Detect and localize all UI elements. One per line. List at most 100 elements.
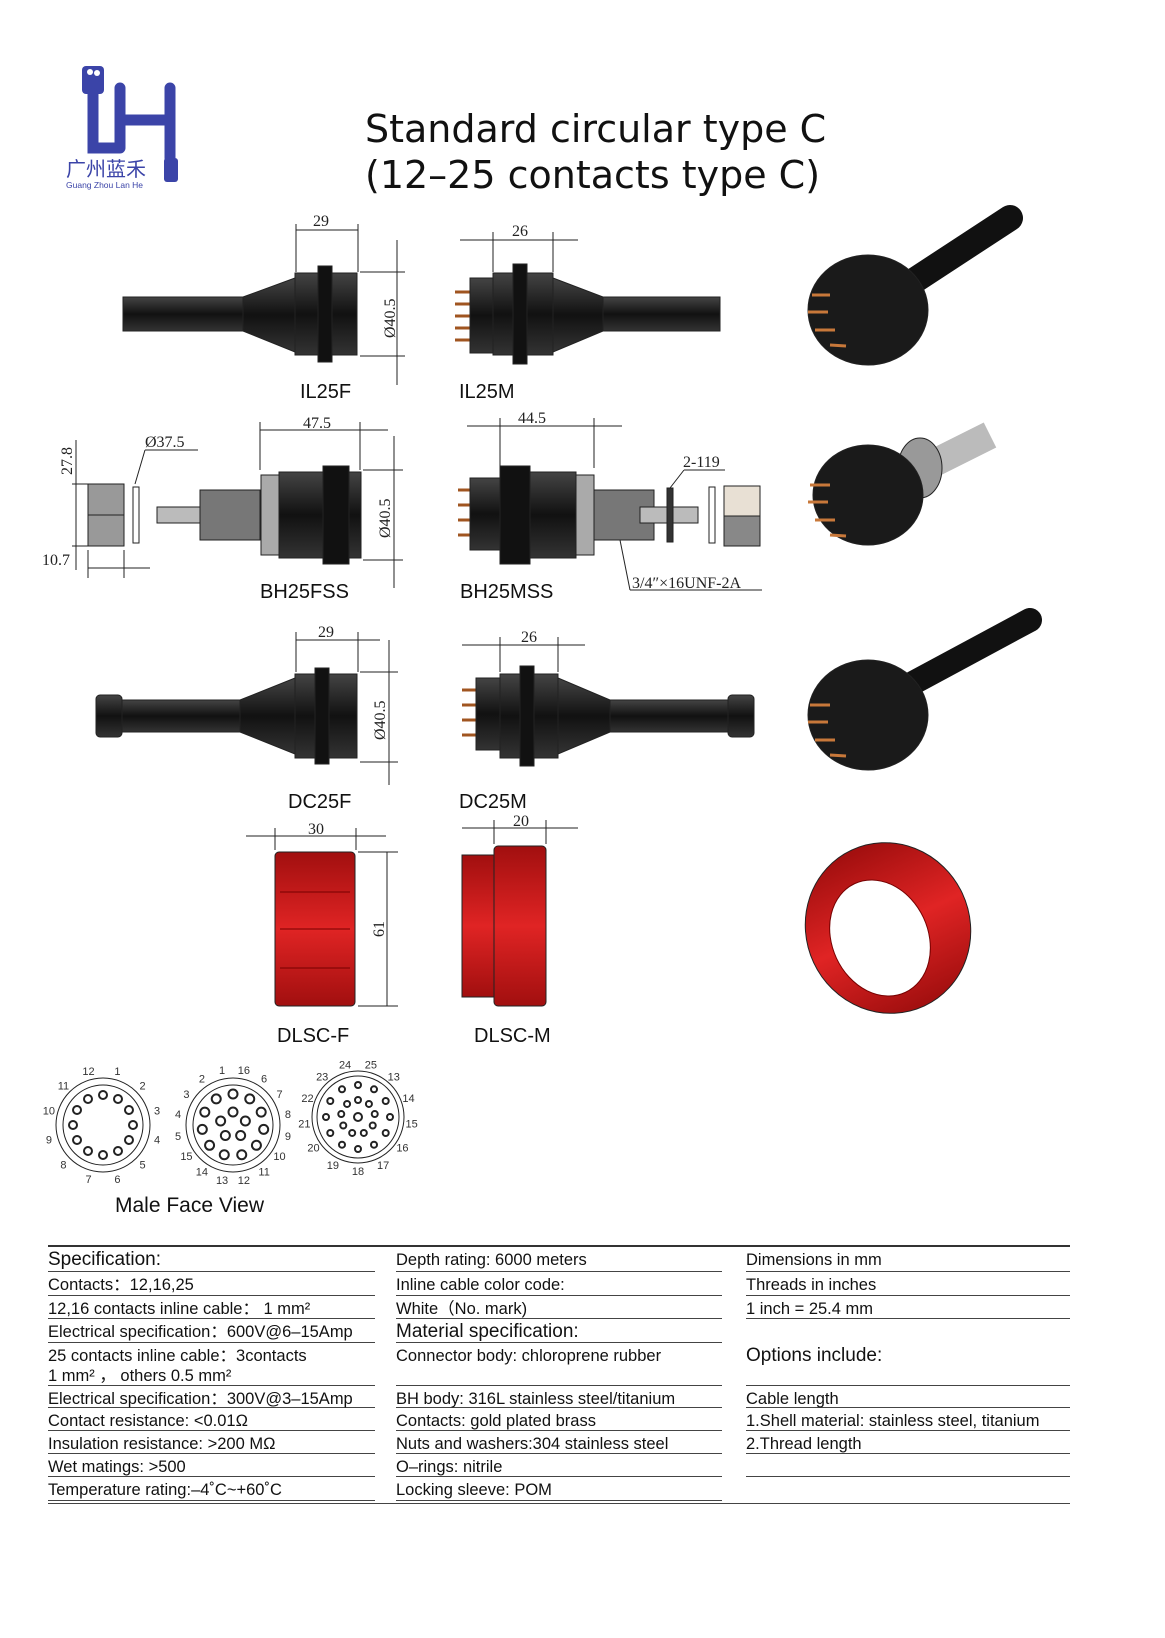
specification-table: Specification: Contacts：12,16,25 12,16 con… bbox=[48, 1245, 1070, 1501]
contact-pin bbox=[348, 1128, 357, 1137]
pin-label: 3 bbox=[154, 1106, 160, 1118]
pin-label: 5 bbox=[175, 1131, 181, 1143]
contact-pin bbox=[370, 1110, 379, 1119]
spec-text: Threads in inches bbox=[746, 1276, 877, 1294]
svg-text:Ø37.5: Ø37.5 bbox=[145, 434, 185, 451]
spec-text: Contacts：12,16,25 bbox=[48, 1276, 194, 1294]
pin-label: 2 bbox=[140, 1080, 146, 1092]
dlsc-3d-view bbox=[804, 842, 972, 1014]
contact-pin bbox=[338, 1140, 346, 1149]
spec-text: 12,16 contacts inline cable： 1 mm² bbox=[48, 1300, 311, 1318]
spec-row: Nuts and washers:304 stainless steel bbox=[396, 1431, 722, 1454]
contact-pin bbox=[215, 1115, 227, 1127]
spec-row: Insulation resistance: >200 MΩ bbox=[48, 1431, 375, 1454]
spec-text: Specification: bbox=[48, 1249, 162, 1270]
pin-label: 19 bbox=[327, 1160, 339, 1172]
contact-pin bbox=[381, 1097, 390, 1105]
contact-pin bbox=[98, 1150, 108, 1160]
svg-text:20: 20 bbox=[513, 813, 529, 830]
pin-label: 25 bbox=[365, 1060, 377, 1072]
pin-label: 10 bbox=[43, 1106, 55, 1118]
pin-label: 12 bbox=[82, 1066, 94, 1078]
spec-row: Dimensions in mm bbox=[746, 1247, 1070, 1272]
spec-row: Electrical specification：300V@3–15Amp bbox=[48, 1386, 375, 1408]
dc25m-3d-view bbox=[807, 608, 1042, 771]
spec-row: Locking sleeve: POM bbox=[396, 1477, 722, 1501]
spec-row: 2.Thread length bbox=[746, 1431, 1070, 1454]
bh25mss-drawing bbox=[458, 418, 762, 591]
spec-row: Connector body: chloroprene rubber bbox=[396, 1343, 722, 1386]
svg-text:27.8: 27.8 bbox=[59, 447, 76, 475]
spec-row: Material specification: bbox=[396, 1319, 722, 1343]
svg-text:29: 29 bbox=[318, 624, 334, 641]
contact-pin bbox=[123, 1135, 134, 1145]
spec-text: 2.Thread length bbox=[746, 1435, 862, 1453]
contact-pin bbox=[227, 1088, 239, 1100]
svg-text:Guang Zhou Lan He: Guang Zhou Lan He bbox=[66, 180, 143, 190]
pin-label: 2 bbox=[199, 1073, 205, 1085]
bh25mss-3d-view bbox=[808, 422, 997, 546]
il25f-drawing bbox=[122, 224, 405, 385]
spec-row: White（No. mark) bbox=[396, 1296, 722, 1319]
pin-label: 4 bbox=[154, 1134, 160, 1146]
face-view-12 bbox=[55, 1077, 151, 1173]
face-view-16 bbox=[185, 1077, 281, 1173]
pin-label: 16 bbox=[238, 1065, 250, 1077]
svg-text:BH25FSS: BH25FSS bbox=[260, 581, 349, 603]
svg-text:29: 29 bbox=[313, 213, 329, 230]
spec-row: Electrical specification：600V@6–15Amp bbox=[48, 1319, 375, 1343]
svg-text:47.5: 47.5 bbox=[303, 415, 331, 432]
page-title: Standard circular type C (12–25 contacts… bbox=[365, 107, 827, 197]
spec-text: 1 mm² ， others 0.5 mm² bbox=[48, 1367, 232, 1385]
spec-row bbox=[746, 1319, 1070, 1343]
il25m-3d-view bbox=[807, 205, 1023, 366]
contact-pin bbox=[370, 1085, 378, 1094]
pin-label: 10 bbox=[273, 1151, 285, 1163]
contact-pin bbox=[128, 1120, 138, 1130]
pin-label: 13 bbox=[388, 1072, 400, 1084]
svg-text:BH25MSS: BH25MSS bbox=[460, 581, 553, 603]
pin-label: 14 bbox=[196, 1167, 208, 1179]
contact-pin bbox=[326, 1097, 335, 1105]
spec-row: Options include: bbox=[746, 1343, 1070, 1386]
spec-row: BH body: 316L stainless steel/titanium bbox=[396, 1386, 722, 1408]
dlsc-f-drawing bbox=[246, 828, 398, 1007]
bh25fss-drawing bbox=[72, 422, 403, 588]
contact-pin bbox=[72, 1135, 83, 1145]
dc25m-drawing bbox=[462, 637, 755, 767]
svg-text:Ø40.5: Ø40.5 bbox=[382, 298, 399, 338]
spec-row: Wet matings: >500 bbox=[48, 1454, 375, 1477]
spec-text: Inline cable color code: bbox=[396, 1276, 565, 1294]
face-view-25 bbox=[311, 1070, 405, 1164]
svg-text:IL25M: IL25M bbox=[459, 381, 515, 403]
spec-row bbox=[746, 1454, 1070, 1477]
contact-pin bbox=[343, 1099, 352, 1108]
pin-label: 17 bbox=[377, 1160, 389, 1172]
svg-text:44.5: 44.5 bbox=[518, 410, 546, 427]
svg-text:广州蓝禾: 广州蓝禾 bbox=[66, 158, 146, 181]
spec-text: Insulation resistance: >200 MΩ bbox=[48, 1435, 276, 1453]
spec-text: Locking sleeve: POM bbox=[396, 1481, 552, 1499]
contact-pin bbox=[98, 1090, 108, 1100]
spec-text: Contacts: gold plated brass bbox=[396, 1412, 596, 1430]
contact-pin bbox=[386, 1113, 394, 1121]
contact-pin bbox=[364, 1099, 373, 1108]
svg-text:Ø40.5: Ø40.5 bbox=[377, 498, 394, 538]
spec-text: BH body: 316L stainless steel/titanium bbox=[396, 1390, 676, 1408]
pin-label: 21 bbox=[298, 1119, 310, 1131]
svg-text:DC25F: DC25F bbox=[288, 791, 351, 813]
spec-row: 12,16 contacts inline cable： 1 mm² bbox=[48, 1296, 375, 1319]
pin-label: 20 bbox=[307, 1143, 319, 1155]
spec-row: Threads in inches bbox=[746, 1272, 1070, 1296]
pin-label: 6 bbox=[261, 1073, 267, 1085]
contact-pin bbox=[210, 1093, 222, 1105]
pin-label: 13 bbox=[216, 1175, 228, 1187]
pin-label: 1 bbox=[114, 1066, 120, 1078]
pin-label: 8 bbox=[60, 1160, 66, 1172]
svg-text:61: 61 bbox=[371, 921, 388, 937]
spec-text: White（No. mark) bbox=[396, 1300, 528, 1318]
pin-label: 7 bbox=[85, 1174, 91, 1186]
svg-text:30: 30 bbox=[308, 821, 324, 838]
